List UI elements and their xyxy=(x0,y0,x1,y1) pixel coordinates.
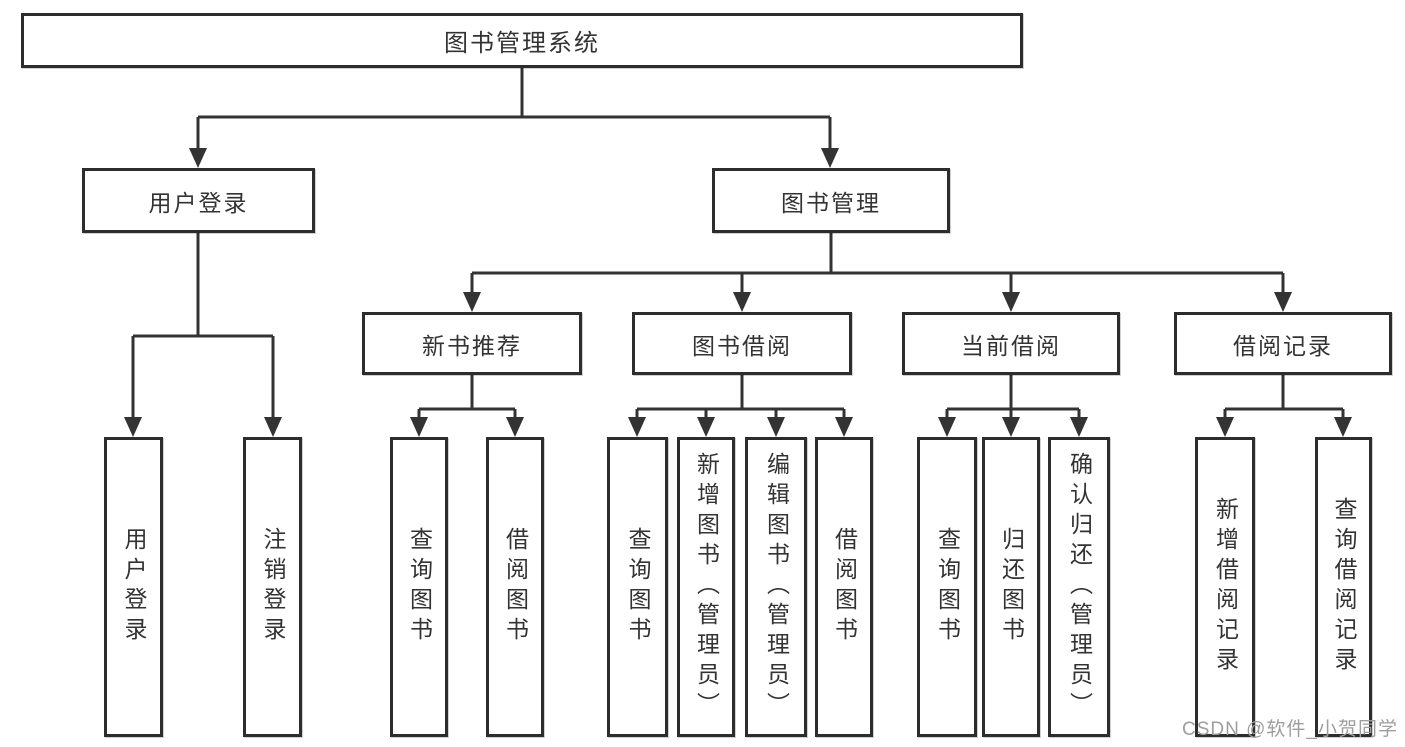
leaf-return-book: 归还图书 xyxy=(982,437,1040,737)
leaf-user-login-label: 用户登录 xyxy=(121,527,147,647)
leaf-logout-label: 注销登录 xyxy=(260,527,286,647)
leaf-query-books-borrowing: 查询图书 xyxy=(607,437,668,737)
node-user-login-label: 用户登录 xyxy=(148,189,249,216)
leaf-query-books-borrowing-label: 查询图书 xyxy=(625,527,651,647)
leaf-borrow-books-borrowing-label: 借阅图书 xyxy=(831,527,858,647)
node-borrow-records: 借阅记录 xyxy=(1174,312,1392,375)
node-borrow-records-label: 借阅记录 xyxy=(1233,332,1333,359)
leaf-query-borrow-record: 查询借阅记录 xyxy=(1315,437,1372,737)
leaf-user-login: 用户登录 xyxy=(104,437,163,737)
leaf-logout: 注销登录 xyxy=(243,437,302,737)
node-book-borrowing-label: 图书借阅 xyxy=(692,332,792,359)
leaf-borrow-books-recommend-label: 借阅图书 xyxy=(502,527,529,647)
leaf-add-book-admin: 新增图书（管理员） xyxy=(677,437,735,737)
leaf-query-books-recommend-label: 查询图书 xyxy=(406,527,433,647)
node-book-borrowing: 图书借阅 xyxy=(632,312,852,375)
csdn-watermark: CSDN @软件_小贺同学 xyxy=(1182,719,1398,740)
leaf-add-book-admin-label: 新增图书（管理员） xyxy=(693,452,720,722)
node-root-label: 图书管理系统 xyxy=(444,30,600,57)
leaf-edit-book-admin: 编辑图书（管理员） xyxy=(745,437,807,737)
node-current-borrowing-label: 当前借阅 xyxy=(961,332,1061,359)
node-root: 图书管理系统 xyxy=(21,13,1023,68)
node-book-management-label: 图书管理 xyxy=(781,189,881,216)
leaf-query-books-recommend: 查询图书 xyxy=(390,437,448,737)
node-current-borrowing: 当前借阅 xyxy=(902,312,1120,375)
leaf-add-borrow-record: 新增借阅记录 xyxy=(1195,437,1255,737)
leaf-confirm-return-admin-label: 确认归还（管理员） xyxy=(1066,452,1093,722)
node-user-login: 用户登录 xyxy=(82,168,315,233)
leaf-edit-book-admin-label: 编辑图书（管理员） xyxy=(763,452,790,722)
node-book-management: 图书管理 xyxy=(712,168,950,233)
leaf-query-borrow-record-label: 查询借阅记录 xyxy=(1331,497,1357,677)
leaf-borrow-books-recommend: 借阅图书 xyxy=(486,437,544,737)
leaf-borrow-books-borrowing: 借阅图书 xyxy=(815,437,873,737)
node-new-book-recommend-label: 新书推荐 xyxy=(422,332,522,359)
leaf-query-books-current-label: 查询图书 xyxy=(934,527,961,647)
leaf-query-books-current: 查询图书 xyxy=(917,437,977,737)
leaf-confirm-return-admin: 确认归还（管理员） xyxy=(1048,437,1110,737)
node-new-book-recommend: 新书推荐 xyxy=(362,312,582,375)
leaf-return-book-label: 归还图书 xyxy=(998,527,1025,647)
leaf-add-borrow-record-label: 新增借阅记录 xyxy=(1212,497,1239,677)
